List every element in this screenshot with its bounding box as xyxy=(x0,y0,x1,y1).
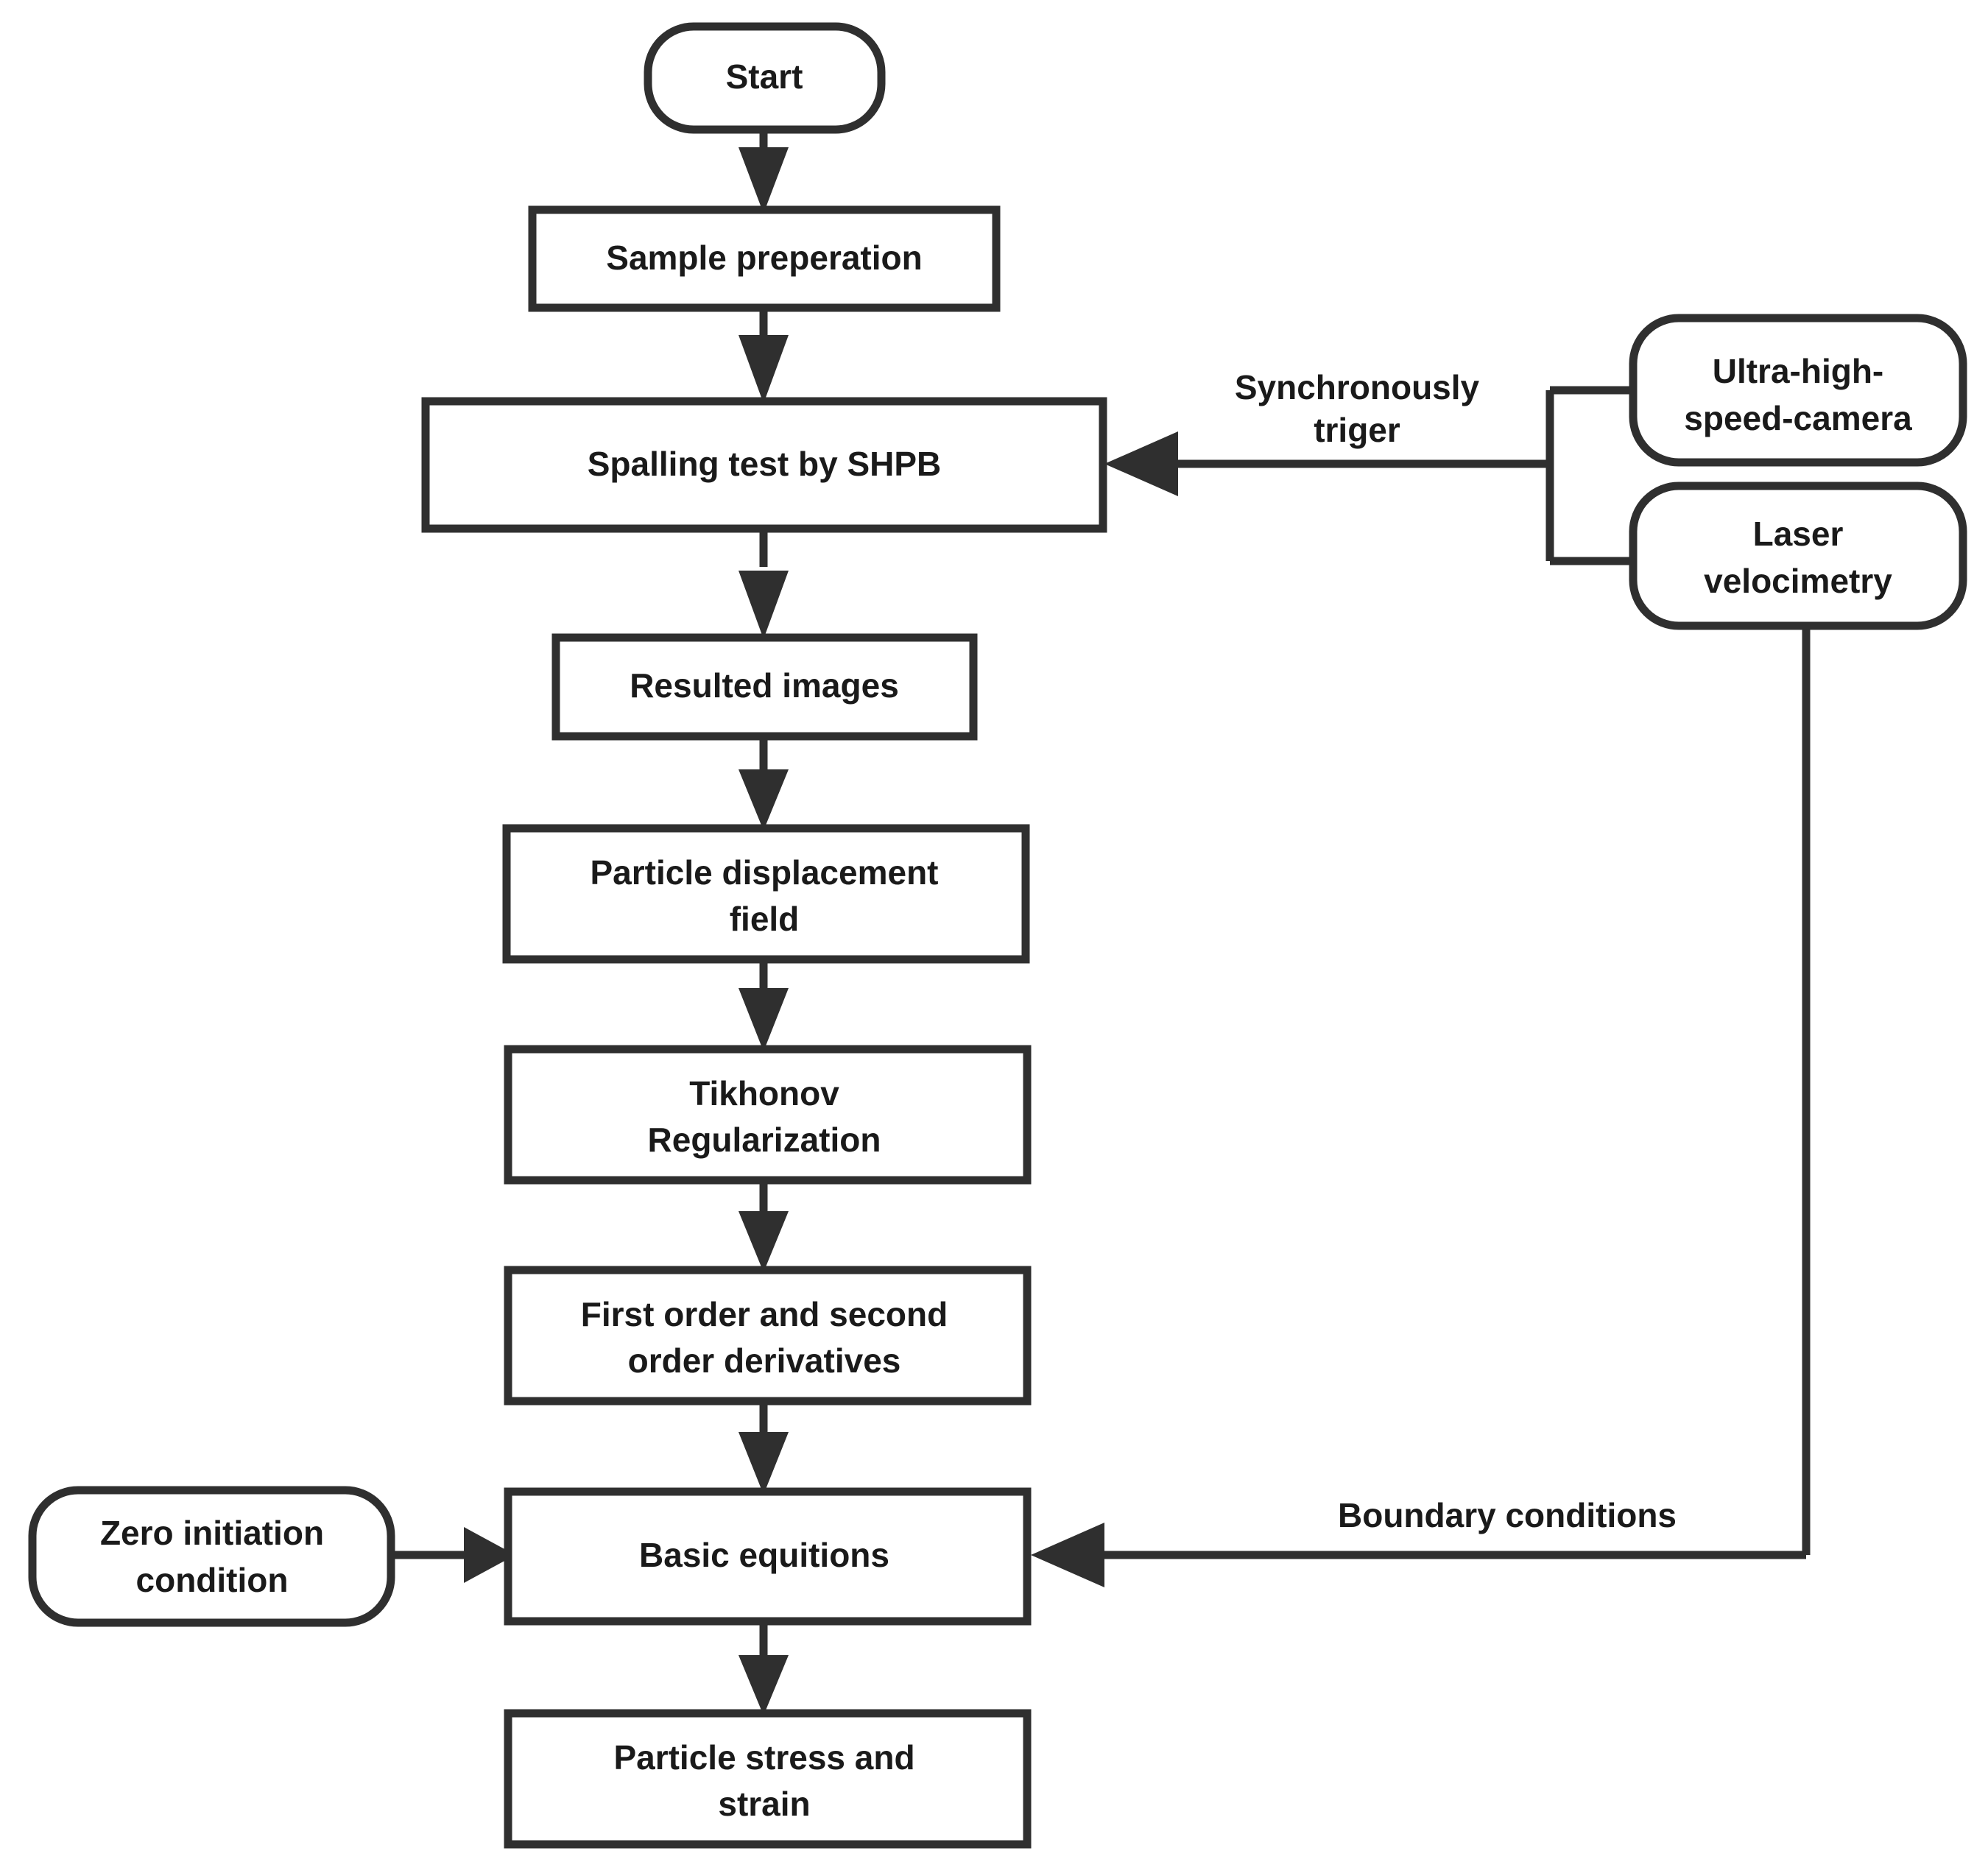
node-zero-initiation-condition-label-line2: condition xyxy=(136,1561,289,1599)
node-tikhonov-regularization-label-line1: Tikhonov xyxy=(689,1074,839,1112)
node-spalling-test[interactable]: Spalling test by SHPB xyxy=(421,397,1107,533)
edge-basic-equations-to-particle-stress-strain xyxy=(739,1621,789,1715)
node-particle-displacement-field[interactable]: Particle displacement field xyxy=(502,824,1030,964)
node-start[interactable]: Start xyxy=(644,22,886,134)
node-particle-stress-strain[interactable]: Particle stress and strain xyxy=(504,1709,1032,1849)
node-laser-velocimetry[interactable]: Laser velocimetry xyxy=(1629,482,1967,630)
node-basic-equations-label: Basic equitions xyxy=(639,1536,889,1574)
node-start-label: Start xyxy=(726,57,803,96)
node-derivatives-label-line2: order derivatives xyxy=(628,1341,901,1380)
node-tikhonov-regularization[interactable]: Tikhonov Regularization xyxy=(504,1045,1032,1185)
edge-spalling-test-to-resulted-images xyxy=(739,529,789,639)
edge-label-synchronously-trigger: Synchronously triger xyxy=(1235,368,1480,449)
edge-start-to-sample-preparation xyxy=(739,129,789,214)
edge-zero-initiation-to-basic-equations xyxy=(390,1527,515,1583)
node-ultra-high-speed-camera[interactable]: Ultra-high- speed-camera xyxy=(1629,314,1967,467)
node-tikhonov-regularization-label-line2: Regularization xyxy=(648,1121,881,1159)
node-basic-equations[interactable]: Basic equitions xyxy=(504,1487,1032,1626)
edge-synchronous-trigger xyxy=(1104,386,1636,565)
edge-boundary-conditions xyxy=(1031,626,1811,1587)
node-spalling-test-label: Spalling test by SHPB xyxy=(588,445,942,483)
edge-particle-displacement-to-tikhonov xyxy=(739,959,789,1051)
edge-derivatives-to-basic-equations xyxy=(739,1399,789,1495)
node-particle-displacement-field-label-line2: field xyxy=(730,900,800,938)
node-zero-initiation-condition-label-line1: Zero initiation xyxy=(100,1514,324,1552)
edge-resulted-images-to-particle-displacement xyxy=(739,736,789,831)
node-laser-velocimetry-label-line1: Laser xyxy=(1753,515,1844,553)
edge-label-boundary-conditions: Boundary conditions xyxy=(1338,1496,1677,1534)
node-derivatives[interactable]: First order and second order derivatives xyxy=(504,1266,1032,1406)
node-resulted-images[interactable]: Resulted images xyxy=(551,633,978,741)
node-ultra-high-speed-camera-label-line1: Ultra-high- xyxy=(1713,352,1884,390)
node-resulted-images-label: Resulted images xyxy=(630,666,899,705)
node-particle-stress-strain-label-line1: Particle stress and xyxy=(613,1738,914,1777)
edge-tikhonov-to-derivatives xyxy=(739,1178,789,1272)
node-sample-preparation-label: Sample preperation xyxy=(606,239,922,277)
edge-label-boundary-conditions-text: Boundary conditions xyxy=(1338,1496,1677,1534)
node-ultra-high-speed-camera-label-line2: speed-camera xyxy=(1684,399,1912,437)
node-derivatives-label-line1: First order and second xyxy=(581,1295,948,1333)
edge-label-synchronously-trigger-line2: triger xyxy=(1314,411,1400,449)
edge-label-synchronously-trigger-line1: Synchronously xyxy=(1235,368,1480,406)
node-particle-displacement-field-label-line1: Particle displacement xyxy=(591,853,939,892)
node-sample-preparation[interactable]: Sample preperation xyxy=(528,205,1001,312)
node-laser-velocimetry-label-line2: velocimetry xyxy=(1704,562,1892,600)
edge-sample-preparation-to-spalling-test xyxy=(739,308,789,403)
node-particle-stress-strain-label-line2: strain xyxy=(718,1785,810,1823)
node-zero-initiation-condition[interactable]: Zero initiation condition xyxy=(28,1486,395,1627)
